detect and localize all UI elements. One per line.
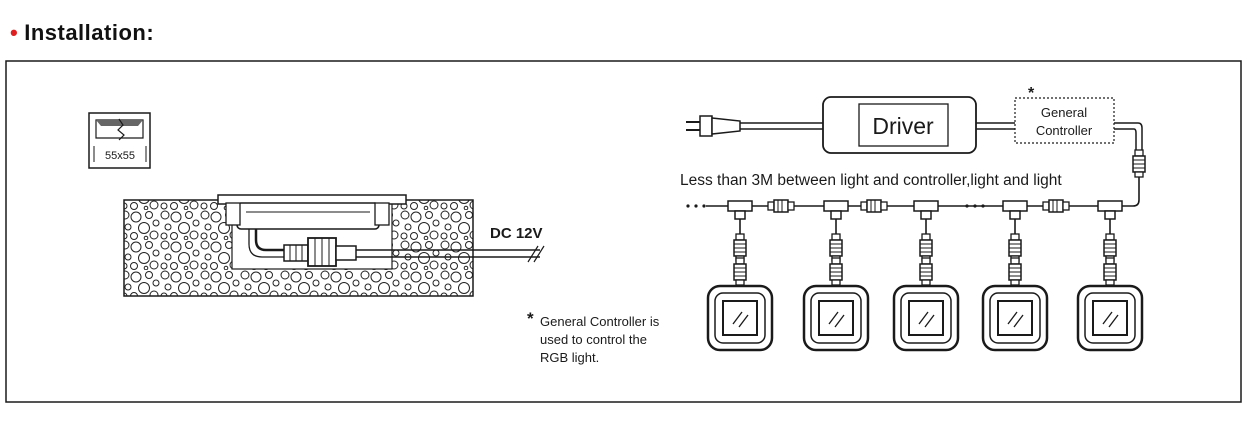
light-chain: [686, 199, 1144, 352]
rgb-lamp-5: [1076, 284, 1144, 352]
section-heading: •Installation:: [10, 20, 154, 46]
footnote-line2: used to control the: [540, 332, 647, 347]
controller-label-line2: Controller: [1036, 123, 1093, 138]
cutout-size-label: 55x55: [105, 150, 135, 162]
diagram-frame: [5, 60, 1242, 403]
footnote-line1: General Controller is: [540, 314, 660, 329]
footnote: * General Controller is used to control …: [527, 309, 660, 365]
rgb-lamp-4: [981, 284, 1049, 352]
rgb-lamp-1: [706, 284, 774, 352]
cutout-size-icon: 55x55: [88, 112, 151, 169]
rgb-lamp-2: [802, 284, 870, 352]
driver-label: Driver: [872, 113, 934, 139]
wall-section: [123, 194, 545, 297]
controller-asterisk: *: [1028, 85, 1035, 102]
section-title: Installation:: [24, 20, 155, 45]
driver-box: Driver: [822, 96, 1015, 154]
distance-note: Less than 3M between light and controlle…: [680, 172, 1062, 189]
bullet: •: [10, 20, 19, 45]
controller-label-line1: General: [1041, 105, 1087, 120]
voltage-label: DC 12V: [490, 225, 543, 242]
rgb-lamp-3: [892, 284, 960, 352]
footnote-asterisk: *: [527, 309, 534, 328]
mains-plug: [686, 115, 823, 137]
footnote-line3: RGB light.: [540, 350, 599, 365]
general-controller-box: General Controller *: [1014, 85, 1146, 207]
